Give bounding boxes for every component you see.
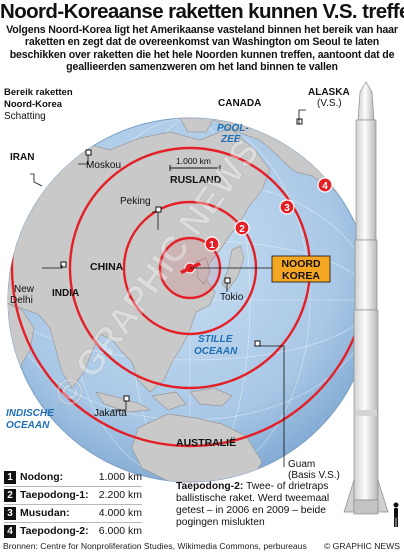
label-guam-sub: (Basis V.S.): [288, 470, 340, 481]
legend-range: 4.000 km: [98, 507, 142, 519]
north-korea-label-2: KOREA: [282, 270, 320, 282]
peking-marker: [155, 206, 162, 213]
label-indische-oceaan-2: OCEAAN: [6, 420, 50, 431]
legend-item: 2 Taepodong-1: 2.200 km: [4, 489, 142, 502]
ring-badge-1: [204, 236, 220, 252]
legend-number: 2: [4, 489, 16, 502]
tokio-marker: [224, 277, 231, 284]
page-subtitle: Volgens Noord-Korea ligt het Amerikaanse…: [6, 24, 398, 74]
label-jakarta: Jakarta: [94, 408, 127, 419]
taepodong-note-text: Twee- of drietraps ballistische raket. W…: [176, 481, 330, 528]
taepodong-note: Taepodong-2: Twee- of drietraps ballisti…: [176, 481, 346, 529]
label-tokio: Tokio: [220, 292, 244, 303]
legend-missile-name: Musudan:: [20, 507, 70, 519]
legend-missile-name: Nodong:: [20, 471, 64, 483]
page-title: Noord-Koreaanse raketten kunnen V.S. tre…: [0, 0, 404, 23]
taepodong-note-label: Taepodong-2:: [176, 481, 244, 492]
label-canada: CANADA: [218, 98, 261, 109]
legend-item: 4 Taepodong-2: 6.000 km: [4, 525, 142, 538]
legend-range: 2.200 km: [98, 489, 142, 501]
label-new-delhi-2: Delhi: [10, 295, 33, 306]
label-pool-zee-1: POOL-: [217, 123, 249, 134]
ring-number-4: 4: [322, 181, 328, 192]
ring-badges: [204, 177, 333, 252]
new-delhi-marker: [60, 261, 67, 268]
label-china: CHINA: [90, 261, 124, 273]
north-korea-label-box: [271, 255, 331, 283]
legend-missile-name: Taepodong-1:: [20, 489, 89, 501]
label-pool-zee-2: ZEE: [220, 134, 241, 145]
legend-range: 1.000 km: [98, 471, 142, 483]
australia-land: [131, 413, 263, 482]
label-peking: Peking: [120, 196, 151, 207]
legend-item: 3 Musudan: 4.000 km: [4, 507, 142, 520]
label-rusland: RUSLAND: [170, 174, 222, 186]
eurasia-land: [8, 127, 271, 393]
legend-number: 4: [4, 525, 16, 538]
legend-divider: [4, 522, 142, 523]
legend-range: 6.000 km: [98, 525, 142, 537]
label-iran: IRAN: [10, 152, 34, 163]
footer-copyright: © GRAPHIC NEWS: [323, 541, 400, 551]
ring-number-3: 3: [284, 203, 290, 214]
range-heading-2: Noord-Korea: [4, 99, 63, 110]
legend-divider: [4, 504, 142, 505]
legend-number: 3: [4, 507, 16, 520]
ring-number-2: 2: [239, 224, 245, 235]
footer-sources: Bronnen: Centre for Nonproliferation Stu…: [3, 541, 307, 551]
label-stille-oceaan-1: STILLE: [198, 334, 233, 345]
legend-missile-name: Taepodong-2:: [20, 525, 89, 537]
footer: Bronnen: Centre for Nonproliferation Stu…: [0, 539, 404, 553]
ring-badge-3: [279, 199, 295, 215]
taepodong-rocket: [343, 81, 389, 515]
label-new-delhi-1: New: [14, 284, 35, 295]
range-heading-1: Bereik raketten: [4, 87, 73, 98]
label-alaska: ALASKA: [308, 87, 350, 98]
label-scale: 1.000 km: [176, 156, 211, 166]
label-australie: AUSTRALIË: [176, 436, 236, 449]
label-alaska-sub: (V.S.): [317, 98, 342, 109]
legend-item: 1 Nodong: 1.000 km: [4, 471, 142, 484]
ring-number-1: 1: [209, 240, 215, 251]
ring-badge-2: [234, 220, 250, 236]
ring-badge-4: [317, 177, 333, 193]
range-heading-3: Schatting: [4, 111, 46, 122]
label-moskou: Moskou: [86, 160, 121, 171]
legend-divider: [4, 486, 142, 487]
label-guam: Guam: [288, 459, 315, 470]
north-korea-label-1: NOORD: [281, 258, 321, 270]
alaska-marker: [296, 118, 303, 125]
label-stille-oceaan-2: OCEAAN: [194, 346, 238, 357]
person-icon: [393, 502, 399, 527]
moskou-marker: [85, 149, 92, 156]
legend-number: 1: [4, 471, 16, 484]
guam-marker: [254, 340, 261, 347]
indonesia-land: [95, 387, 233, 413]
label-india: INDIA: [52, 288, 79, 299]
label-indische-oceaan-1: INDISCHE: [6, 408, 54, 419]
jakarta-marker: [123, 395, 130, 402]
